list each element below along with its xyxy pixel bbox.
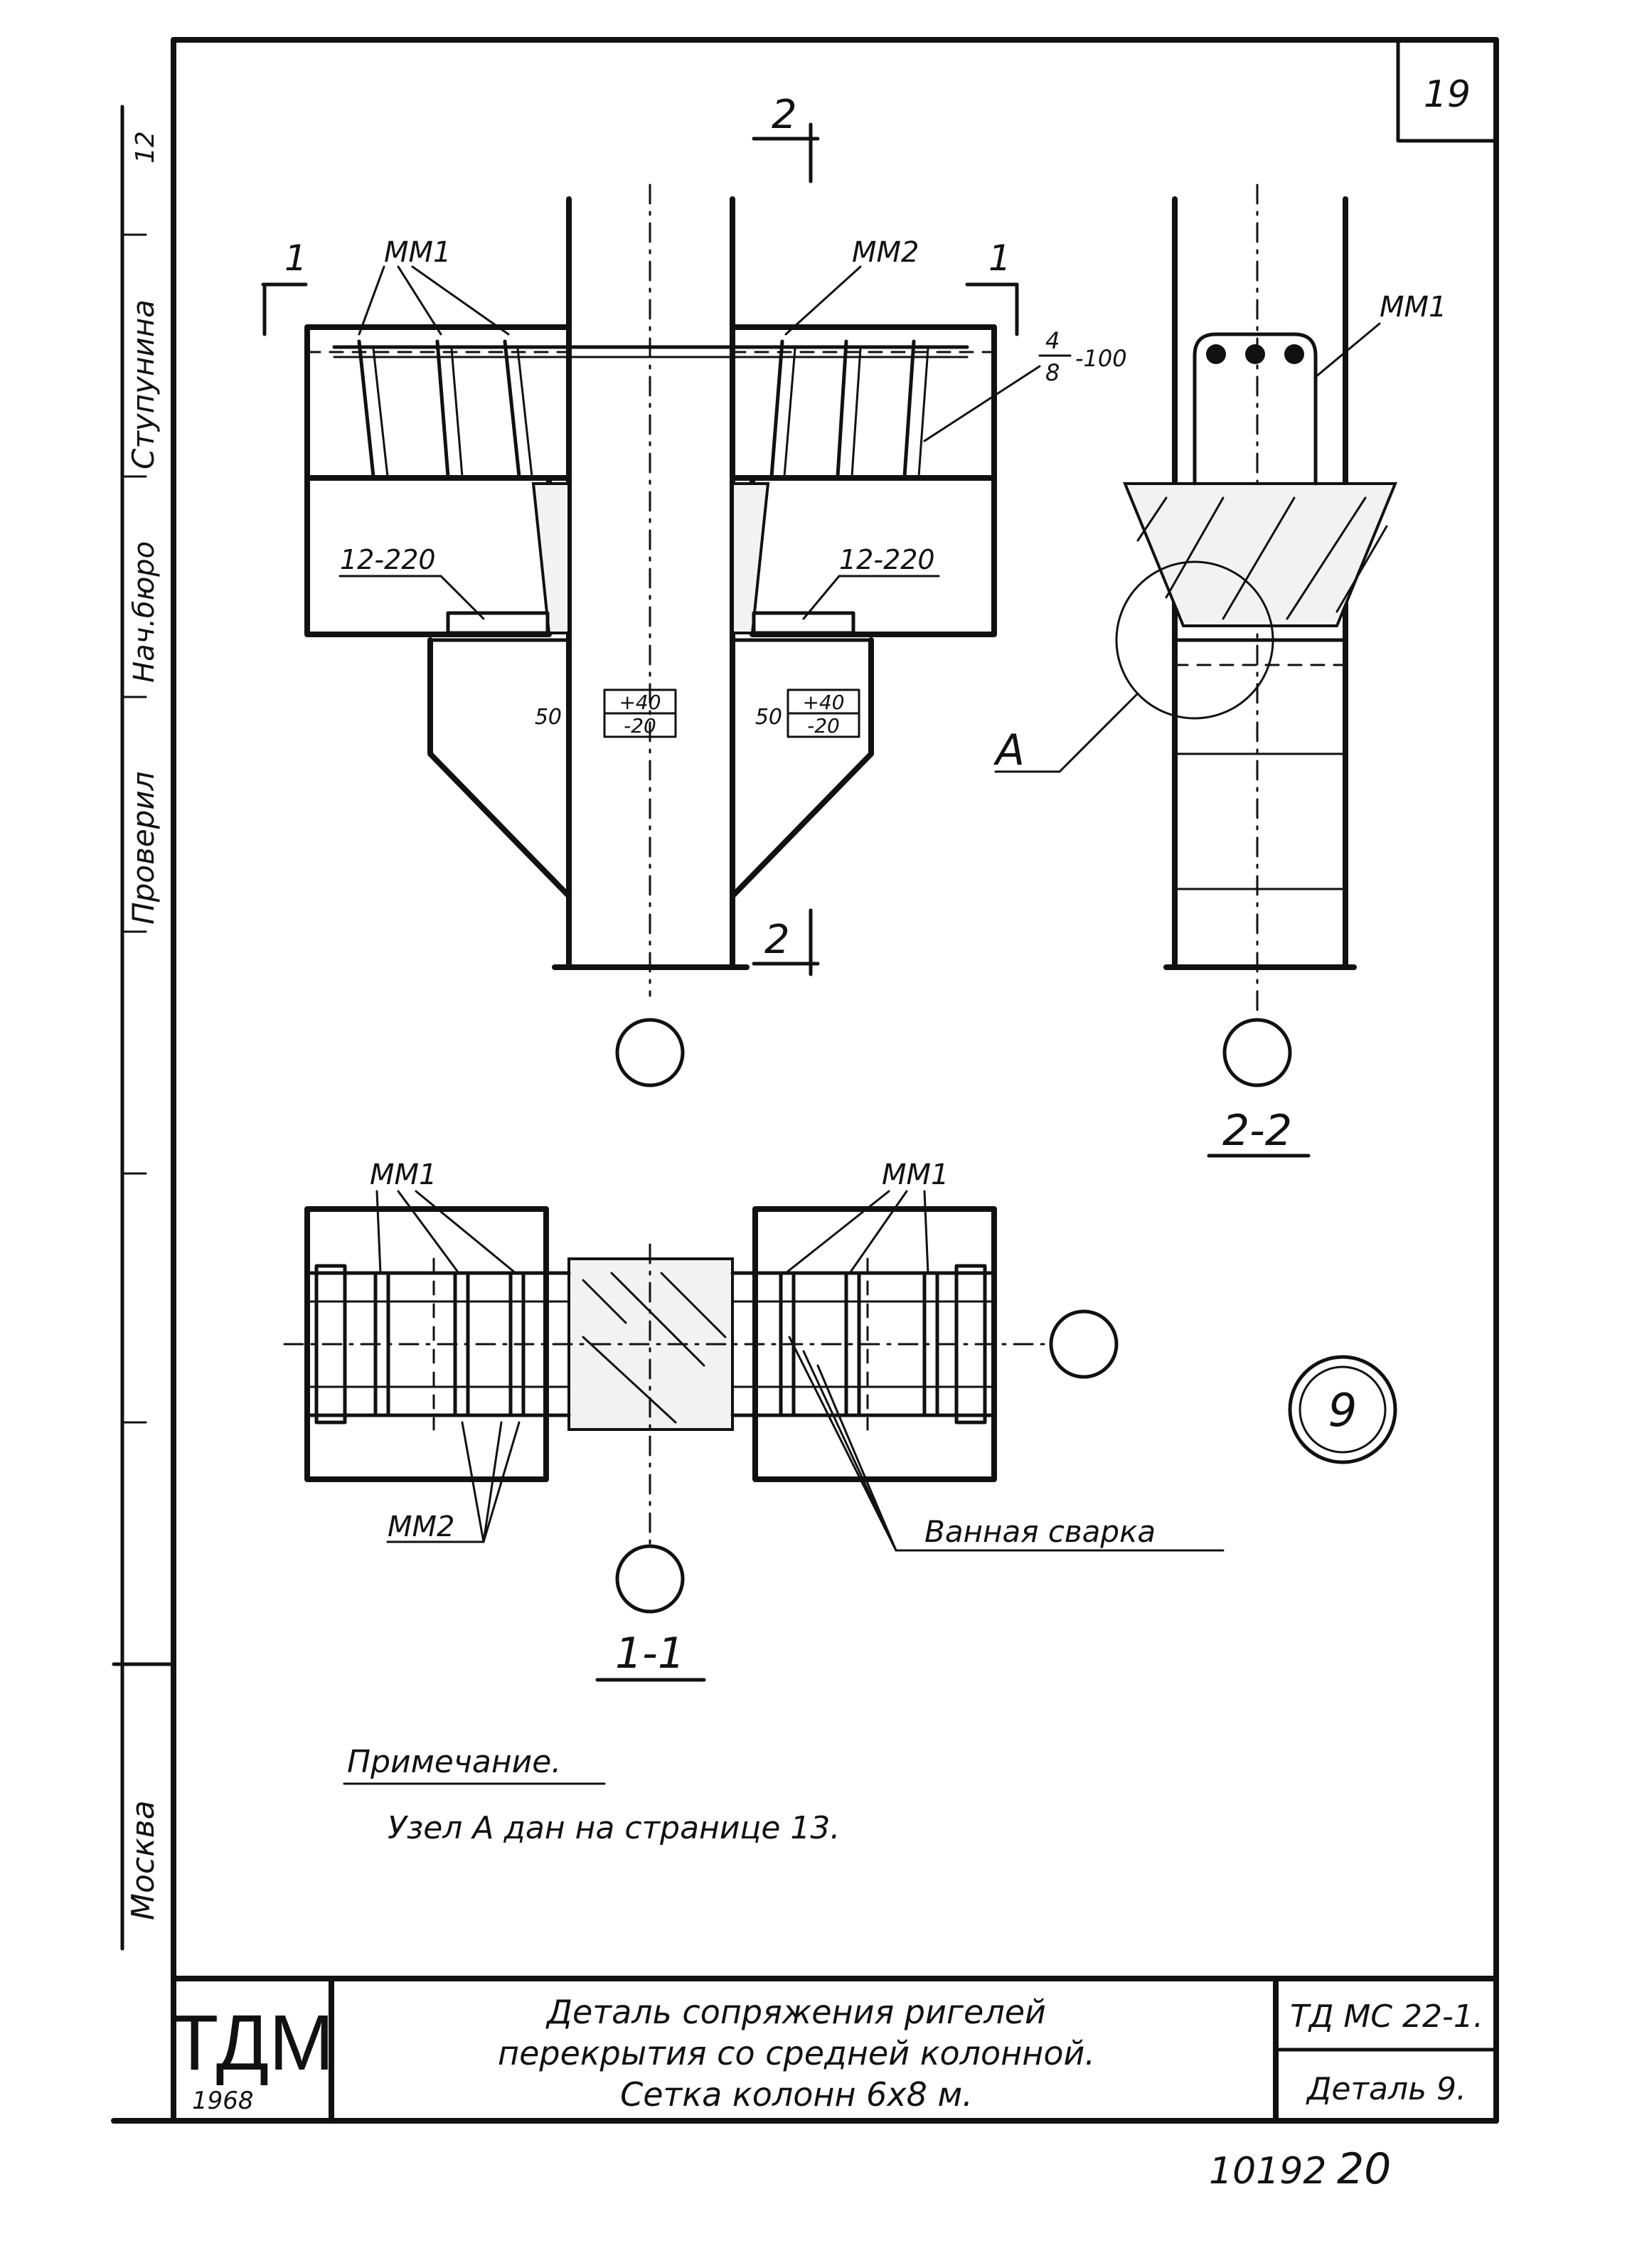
plate-right-label: 12-220 <box>839 544 935 575</box>
leader <box>411 265 510 336</box>
detail-number: Деталь 9. <box>1306 2071 1466 2107</box>
leader <box>816 1364 897 1552</box>
tol-minus-right: -20 <box>807 714 840 738</box>
bar-spec-num: 4 <box>1045 327 1060 354</box>
leader <box>482 1421 521 1543</box>
side-stamp-role-4: 12 <box>131 131 160 164</box>
org-logo: ТДМ <box>171 1999 334 2087</box>
node-A-label: A <box>993 725 1025 775</box>
sheet-number: 19 <box>1424 73 1471 116</box>
detail-mark-inner <box>1299 1365 1387 1454</box>
label-mm1-plan-right: ММ1 <box>882 1159 949 1191</box>
side-stamp-role-2: Нач.бюро <box>128 541 161 683</box>
bar-spec-den: 8 <box>1045 359 1060 386</box>
leader <box>788 1336 897 1552</box>
leader <box>784 265 862 336</box>
leader <box>784 1190 890 1274</box>
gap-left: 50 <box>535 705 562 730</box>
leader <box>397 1190 460 1274</box>
leader <box>358 265 385 336</box>
side-stamp-city: Москва <box>125 1800 161 1920</box>
note-heading: Примечание. <box>347 1744 561 1780</box>
leader <box>439 575 485 620</box>
leader <box>923 1190 929 1274</box>
doc-code: ТД МС 22-1. <box>1290 1998 1483 2035</box>
label-mm1-plan-left: ММ1 <box>370 1159 437 1191</box>
footer-page: 20 <box>1337 2144 1391 2194</box>
cut-2-bottom-label: 2 <box>764 917 790 963</box>
node-A-circle <box>1115 560 1274 720</box>
beam-right-top <box>730 324 997 481</box>
leader <box>802 575 841 620</box>
gap-right: 50 <box>755 705 782 730</box>
detail-mark-outer <box>1288 1355 1397 1464</box>
side-stamp-role-3: Ступунина <box>126 299 161 469</box>
stirrup-2-2 <box>1193 332 1318 486</box>
title-block <box>171 1976 1499 2124</box>
tol-plus-right: +40 <box>802 691 844 714</box>
bar-spacing: -100 <box>1075 345 1127 372</box>
console-right <box>730 637 874 970</box>
section-2-2-title: 2-2 <box>1222 1106 1292 1156</box>
title-line-1: Деталь сопряжения ригелей <box>545 1993 1046 2031</box>
section-2-2 <box>994 183 1397 1087</box>
plate-left-label: 12-220 <box>340 544 436 575</box>
axis-marker-2-2 <box>1222 1018 1292 1087</box>
leader <box>397 265 442 336</box>
leader <box>1314 322 1381 378</box>
label-mm1-2-2: ММ1 <box>1380 291 1446 324</box>
cut-1-left-label: 1 <box>284 238 307 279</box>
side-stamp-role-1: Проверил <box>126 772 161 925</box>
title-line-3: Сетка колонн 6х8 м. <box>620 2075 973 2114</box>
axis-marker-1-1-v <box>615 1544 685 1614</box>
org-year: 1968 <box>192 2087 254 2115</box>
weld-label: Ванная сварка <box>924 1514 1156 1549</box>
note-text: Узел А дан на странице 13. <box>388 1810 840 1846</box>
label-mm2-elev: ММ2 <box>852 236 919 269</box>
leader <box>802 1350 897 1552</box>
sheet-number-box <box>1396 38 1498 143</box>
title-line-2: перекрытия со средней колонной. <box>498 2034 1095 2072</box>
leader <box>848 1190 908 1274</box>
elevation-view: 1 1 2 2 <box>261 92 1019 1087</box>
label-mm2-plan: ММ2 <box>388 1511 454 1543</box>
tol-plus-left: +40 <box>619 691 661 714</box>
leader <box>923 365 1041 442</box>
leader <box>375 1190 382 1274</box>
console-left <box>427 637 572 970</box>
cut-1-right-label: 1 <box>988 238 1011 279</box>
detail-mark-number: 9 <box>1328 1385 1358 1437</box>
section-1-1 <box>283 1206 1119 1614</box>
tol-minus-left: -20 <box>624 714 656 738</box>
footer-inventory: 10192 <box>1209 2150 1326 2193</box>
leader <box>415 1190 517 1274</box>
axis-marker-1-1-h <box>1049 1309 1119 1379</box>
label-mm1-elev: ММ1 <box>384 236 451 269</box>
axis-marker-elevation <box>615 1018 685 1087</box>
section-1-1-title: 1-1 <box>615 1629 685 1678</box>
cut-2-top-label: 2 <box>772 92 797 138</box>
leader <box>461 1421 485 1543</box>
beam-left-top <box>304 324 572 481</box>
leader <box>482 1421 503 1543</box>
